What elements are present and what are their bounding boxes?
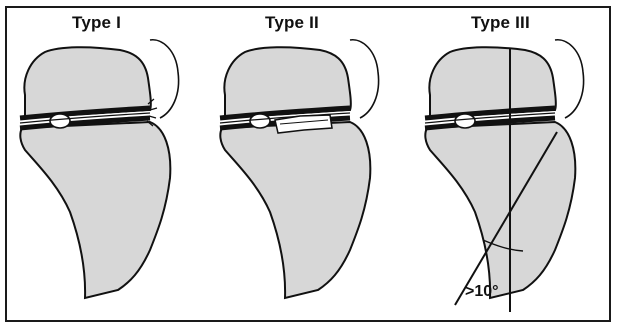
angle-label: >10° bbox=[465, 283, 499, 301]
bone-type-2 bbox=[220, 40, 379, 298]
bone-type-3 bbox=[425, 40, 584, 312]
bone-type-1 bbox=[20, 40, 179, 298]
